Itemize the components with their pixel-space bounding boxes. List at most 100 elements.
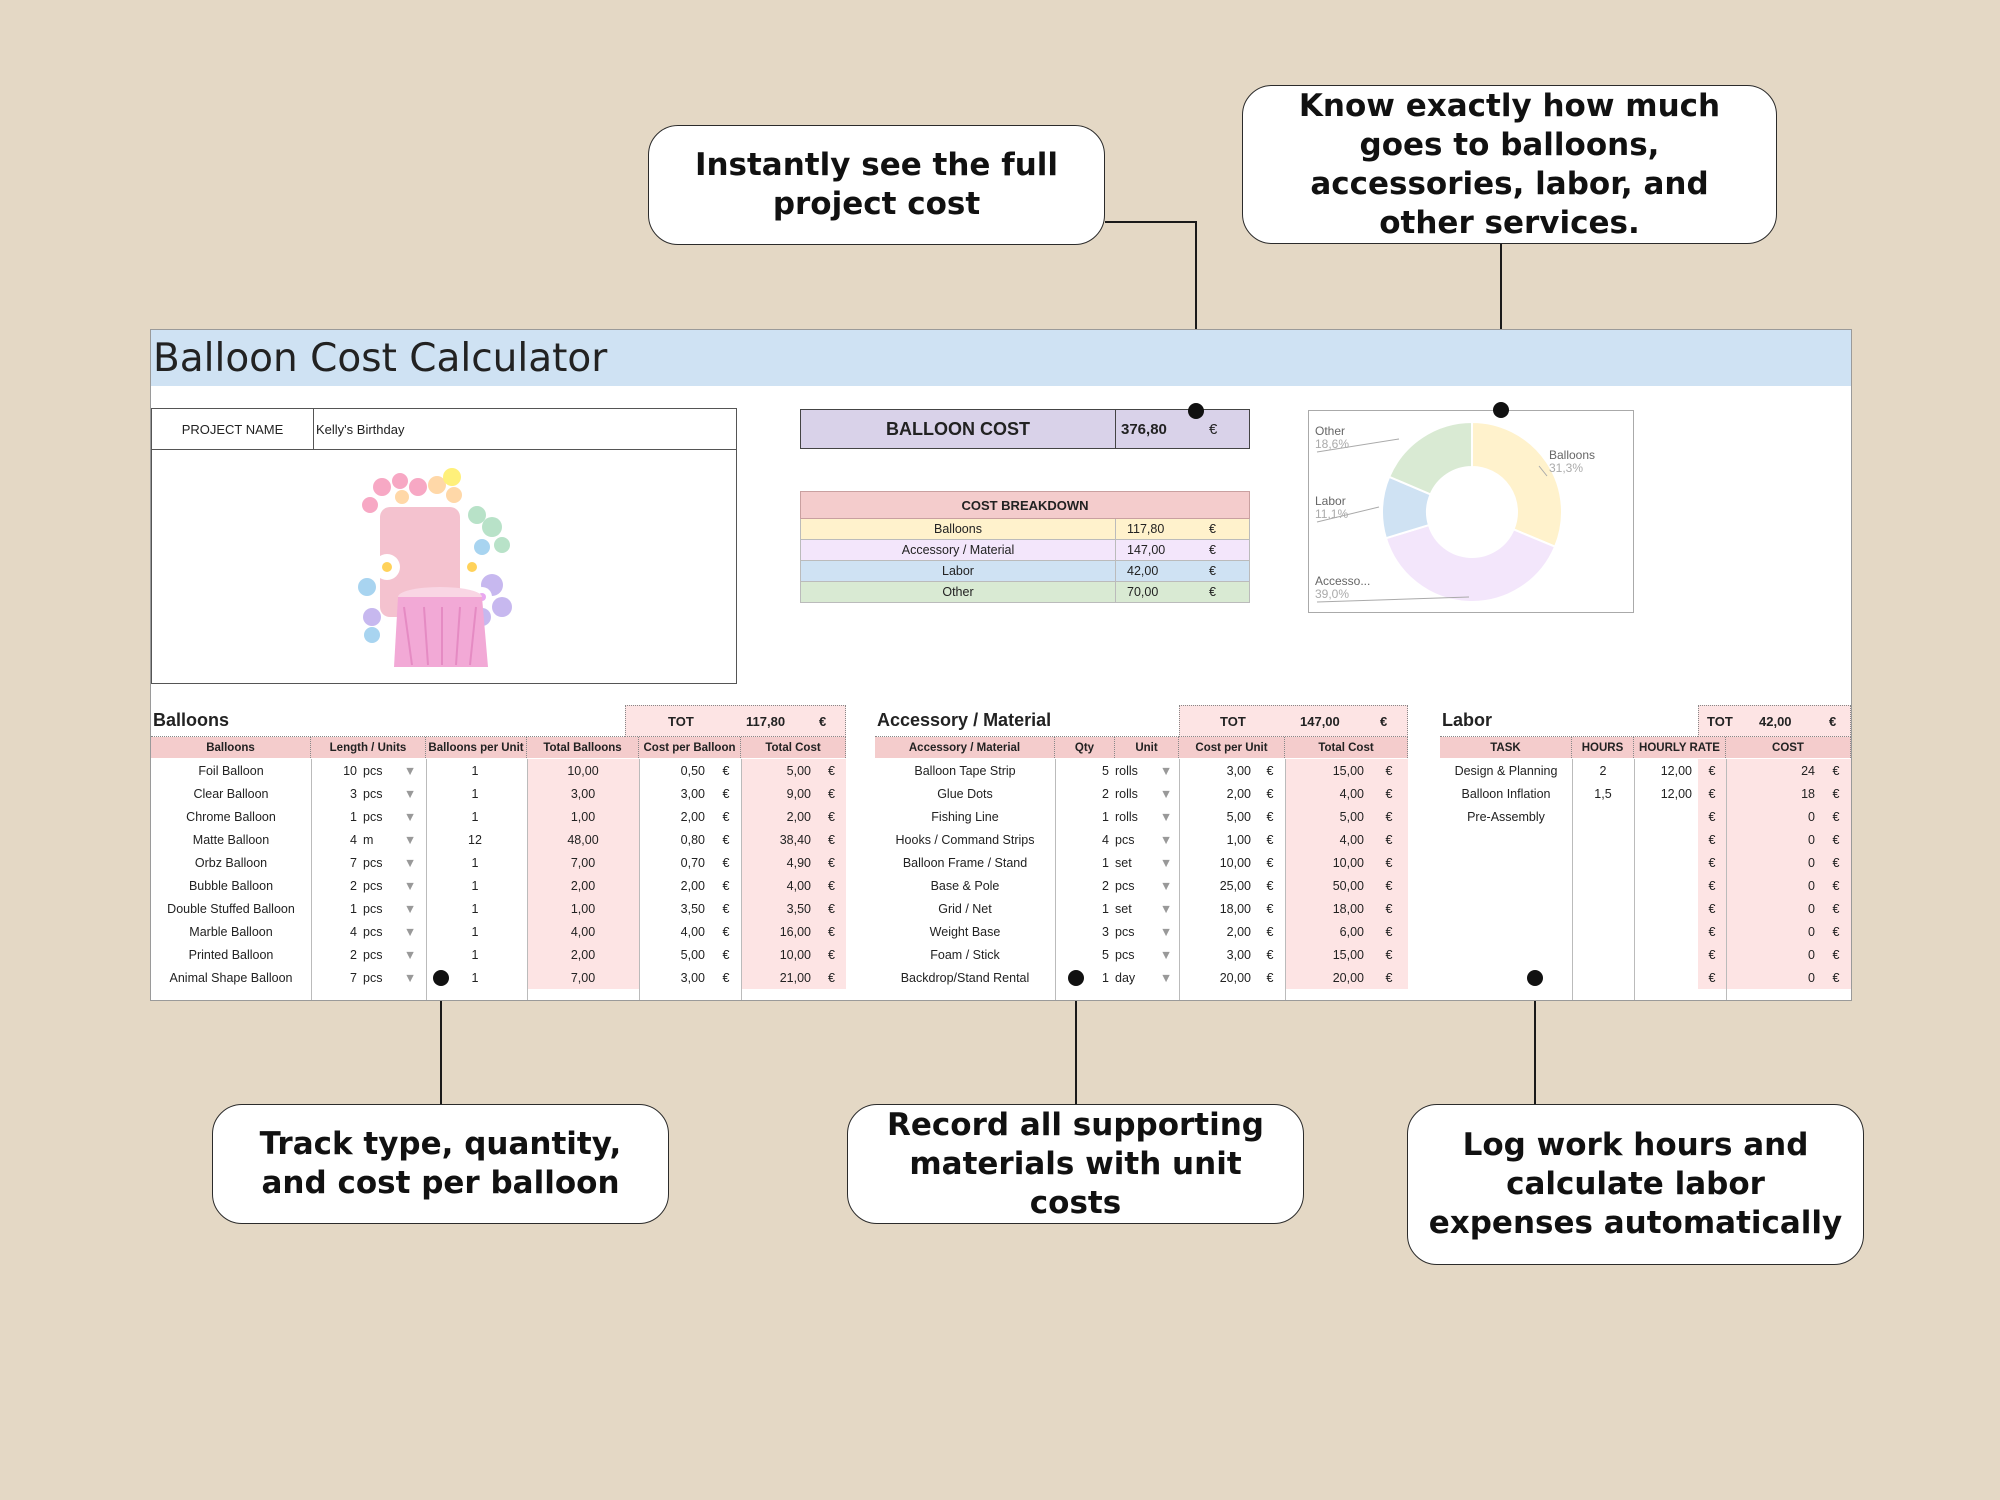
chevron-down-icon[interactable]: ▼ — [1159, 832, 1173, 847]
material-name-cell[interactable]: Base & Pole — [930, 878, 1000, 893]
cost-per-balloon-cell[interactable]: 0,70 — [680, 855, 705, 870]
chevron-down-icon[interactable]: ▼ — [1159, 901, 1173, 916]
unit-cell[interactable]: rolls — [1115, 786, 1138, 801]
length-units-cell[interactable]: 1 — [350, 809, 357, 824]
hourly-rate-cell[interactable] — [1634, 874, 1698, 897]
unit-cell[interactable]: pcs — [363, 809, 383, 824]
unit-cell[interactable]: pcs — [363, 878, 383, 893]
task-cell[interactable] — [1440, 897, 1572, 920]
cost-per-balloon-cell[interactable]: 0,80 — [680, 832, 705, 847]
chevron-down-icon[interactable]: ▼ — [403, 763, 417, 778]
length-units-cell[interactable]: 4 — [350, 832, 357, 847]
hours-cell[interactable] — [1572, 897, 1634, 920]
cost-per-unit-cell[interactable]: 5,00 — [1226, 809, 1251, 824]
cost-per-unit-cell[interactable]: 3,00 — [1226, 763, 1251, 778]
qty-cell[interactable]: 1 — [1102, 901, 1109, 916]
unit-cell[interactable]: pcs — [363, 901, 383, 916]
cost-per-balloon-cell[interactable]: 5,00 — [680, 947, 705, 962]
balloon-type-cell[interactable]: Animal Shape Balloon — [169, 970, 293, 985]
task-cell[interactable] — [1440, 828, 1572, 851]
hourly-rate-cell[interactable] — [1634, 828, 1698, 851]
material-name-cell[interactable]: Glue Dots — [937, 786, 993, 801]
unit-cell[interactable]: rolls — [1115, 763, 1138, 778]
hourly-rate-cell[interactable] — [1634, 805, 1698, 828]
cost-per-unit-cell[interactable]: 3,00 — [1226, 947, 1251, 962]
hours-cell[interactable] — [1572, 943, 1634, 966]
qty-cell[interactable]: 2 — [1102, 878, 1109, 893]
unit-cell[interactable]: pcs — [363, 763, 383, 778]
hourly-rate-cell[interactable] — [1634, 943, 1698, 966]
hourly-rate-cell[interactable] — [1634, 920, 1698, 943]
cost-per-unit-cell[interactable]: 18,00 — [1219, 901, 1251, 916]
chevron-down-icon[interactable]: ▼ — [403, 947, 417, 962]
chevron-down-icon[interactable]: ▼ — [1159, 924, 1173, 939]
balloon-type-cell[interactable]: Matte Balloon — [192, 832, 270, 847]
chevron-down-icon[interactable]: ▼ — [1159, 763, 1173, 778]
task-cell[interactable] — [1440, 851, 1572, 874]
material-name-cell[interactable]: Weight Base — [929, 924, 1001, 939]
task-cell[interactable] — [1440, 874, 1572, 897]
unit-cell[interactable]: m — [363, 832, 374, 847]
cost-per-balloon-cell[interactable]: 3,50 — [680, 901, 705, 916]
chevron-down-icon[interactable]: ▼ — [403, 855, 417, 870]
task-cell[interactable]: Design & Planning — [1454, 763, 1558, 778]
material-name-cell[interactable]: Grid / Net — [938, 901, 992, 916]
unit-cell[interactable]: pcs — [363, 924, 383, 939]
balloon-type-cell[interactable]: Bubble Balloon — [188, 878, 274, 893]
cost-per-unit-cell[interactable]: 1,00 — [1226, 832, 1251, 847]
balloon-type-cell[interactable]: Foil Balloon — [198, 763, 264, 778]
balloon-type-cell[interactable]: Double Stuffed Balloon — [167, 901, 295, 916]
hours-cell[interactable] — [1572, 966, 1634, 989]
length-units-cell[interactable]: 10 — [343, 763, 357, 778]
cost-per-balloon-cell[interactable]: 3,00 — [680, 786, 705, 801]
chevron-down-icon[interactable]: ▼ — [403, 832, 417, 847]
balloons-per-unit-cell[interactable]: 1 — [471, 786, 479, 801]
qty-cell[interactable]: 1 — [1102, 970, 1109, 985]
hours-cell[interactable] — [1572, 805, 1634, 828]
qty-cell[interactable]: 5 — [1102, 947, 1109, 962]
hours-cell[interactable]: 2 — [1599, 763, 1607, 778]
unit-cell[interactable]: pcs — [363, 970, 383, 985]
balloon-type-cell[interactable]: Orbz Balloon — [194, 855, 268, 870]
chevron-down-icon[interactable]: ▼ — [403, 901, 417, 916]
project-name-field[interactable]: Kelly's Birthday — [313, 409, 736, 450]
hours-cell[interactable] — [1572, 874, 1634, 897]
material-name-cell[interactable]: Hooks / Command Strips — [895, 832, 1035, 847]
chevron-down-icon[interactable]: ▼ — [1159, 809, 1173, 824]
length-units-cell[interactable]: 2 — [350, 947, 357, 962]
length-units-cell[interactable]: 4 — [350, 924, 357, 939]
balloons-per-unit-cell[interactable]: 1 — [471, 970, 479, 985]
unit-cell[interactable]: pcs — [363, 786, 383, 801]
unit-cell[interactable]: pcs — [1115, 832, 1135, 847]
unit-cell[interactable]: set — [1115, 901, 1132, 916]
cost-per-unit-cell[interactable]: 2,00 — [1226, 924, 1251, 939]
hourly-rate-cell[interactable]: 12,00 — [1660, 763, 1692, 778]
hourly-rate-cell[interactable]: 12,00 — [1660, 786, 1692, 801]
balloon-type-cell[interactable]: Marble Balloon — [189, 924, 273, 939]
balloons-per-unit-cell[interactable]: 1 — [471, 809, 479, 824]
cost-per-balloon-cell[interactable]: 2,00 — [680, 809, 705, 824]
balloons-per-unit-cell[interactable]: 1 — [471, 763, 479, 778]
material-name-cell[interactable]: Fishing Line — [931, 809, 999, 824]
chevron-down-icon[interactable]: ▼ — [403, 970, 417, 985]
task-cell[interactable]: Pre-Assembly — [1467, 809, 1545, 824]
hours-cell[interactable] — [1572, 851, 1634, 874]
balloons-per-unit-cell[interactable]: 1 — [471, 855, 479, 870]
length-units-cell[interactable]: 3 — [350, 786, 357, 801]
balloons-per-unit-cell[interactable]: 1 — [471, 924, 479, 939]
qty-cell[interactable]: 3 — [1102, 924, 1109, 939]
chevron-down-icon[interactable]: ▼ — [1159, 947, 1173, 962]
chevron-down-icon[interactable]: ▼ — [403, 786, 417, 801]
balloon-type-cell[interactable]: Printed Balloon — [188, 947, 274, 962]
balloon-type-cell[interactable]: Chrome Balloon — [186, 809, 276, 824]
material-name-cell[interactable]: Balloon Tape Strip — [914, 763, 1016, 778]
hours-cell[interactable]: 1,5 — [1594, 786, 1612, 801]
material-name-cell[interactable]: Backdrop/Stand Rental — [900, 970, 1030, 985]
unit-cell[interactable]: pcs — [1115, 878, 1135, 893]
length-units-cell[interactable]: 7 — [350, 855, 357, 870]
balloons-per-unit-cell[interactable]: 1 — [471, 947, 479, 962]
material-name-cell[interactable]: Balloon Frame / Stand — [902, 855, 1028, 870]
cost-per-unit-cell[interactable]: 25,00 — [1219, 878, 1251, 893]
task-cell[interactable] — [1440, 943, 1572, 966]
qty-cell[interactable]: 2 — [1102, 786, 1109, 801]
